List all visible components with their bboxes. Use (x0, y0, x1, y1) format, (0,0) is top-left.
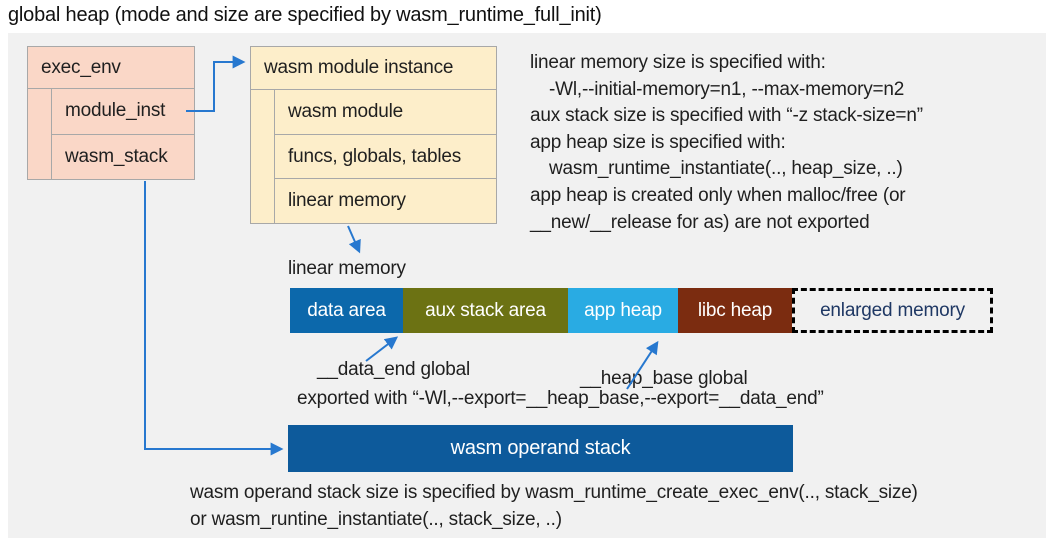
module-instance-rows: wasm module funcs, globals, tables linea… (275, 90, 496, 223)
exec-env-row-wasm-stack: wasm_stack (65, 145, 168, 167)
segment-aux-stack-area: aux stack area (403, 288, 568, 333)
note-line: app heap size is specified with: (530, 131, 786, 153)
exec-env-gutter (28, 89, 52, 179)
module-instance-box: wasm module instance wasm module funcs, … (250, 46, 497, 224)
module-instance-row-linear-memory: linear memory (288, 190, 406, 212)
operand-stack-note: wasm operand stack size is specified by … (190, 480, 918, 533)
note-line: app heap is created only when malloc/fre… (530, 184, 906, 206)
operand-stack-note-line2: or wasm_runtine_instantiate(.., stack_si… (190, 508, 562, 530)
linear-memory-bar: data area aux stack area app heap libc h… (290, 288, 993, 333)
page-title: global heap (mode and size are specified… (8, 4, 602, 26)
exec-env-row-module-inst: module_inst (52, 89, 194, 135)
segment-data-area: data area (290, 288, 403, 333)
segment-libc-heap: libc heap (678, 288, 792, 333)
data-end-global-label: __data_end global (317, 359, 470, 380)
note-line: linear memory size is specified with: (530, 52, 826, 73)
exec-env-body: module_inst wasm_stack (28, 89, 194, 179)
module-instance-body: wasm module funcs, globals, tables linea… (251, 90, 496, 223)
module-instance-gutter (251, 90, 275, 223)
notes-right: linear memory size is specified with: -W… (530, 50, 1042, 236)
exec-env-header: exec_env (28, 47, 194, 89)
wasm-operand-stack-bar: wasm operand stack (288, 425, 793, 472)
note-line: wasm_runtime_instantiate(.., heap_size, … (549, 158, 903, 180)
module-instance-row-wasm-module: wasm module (275, 90, 496, 135)
export-note: exported with “-Wl,--export=__heap_base,… (297, 388, 824, 409)
segment-app-heap: app heap (568, 288, 678, 333)
heap-base-global-label: __heap_base global (580, 368, 748, 389)
linear-memory-label: linear memory (288, 258, 406, 279)
module-instance-row-funcs-globals-tables: funcs, globals, tables (275, 135, 496, 180)
note-line: aux stack size is specified with “-z sta… (530, 105, 923, 127)
module-instance-header: wasm module instance (251, 47, 496, 90)
note-line: -Wl,--initial-memory=n1, --max-memory=n2 (549, 78, 905, 100)
operand-stack-note-line1: wasm operand stack size is specified by … (190, 482, 918, 503)
segment-enlarged-memory: enlarged memory (792, 288, 993, 333)
exec-env-box: exec_env module_inst wasm_stack (27, 46, 195, 180)
exec-env-rows: module_inst wasm_stack (52, 89, 194, 179)
note-line: __new/__release for as) are not exported (530, 211, 870, 233)
